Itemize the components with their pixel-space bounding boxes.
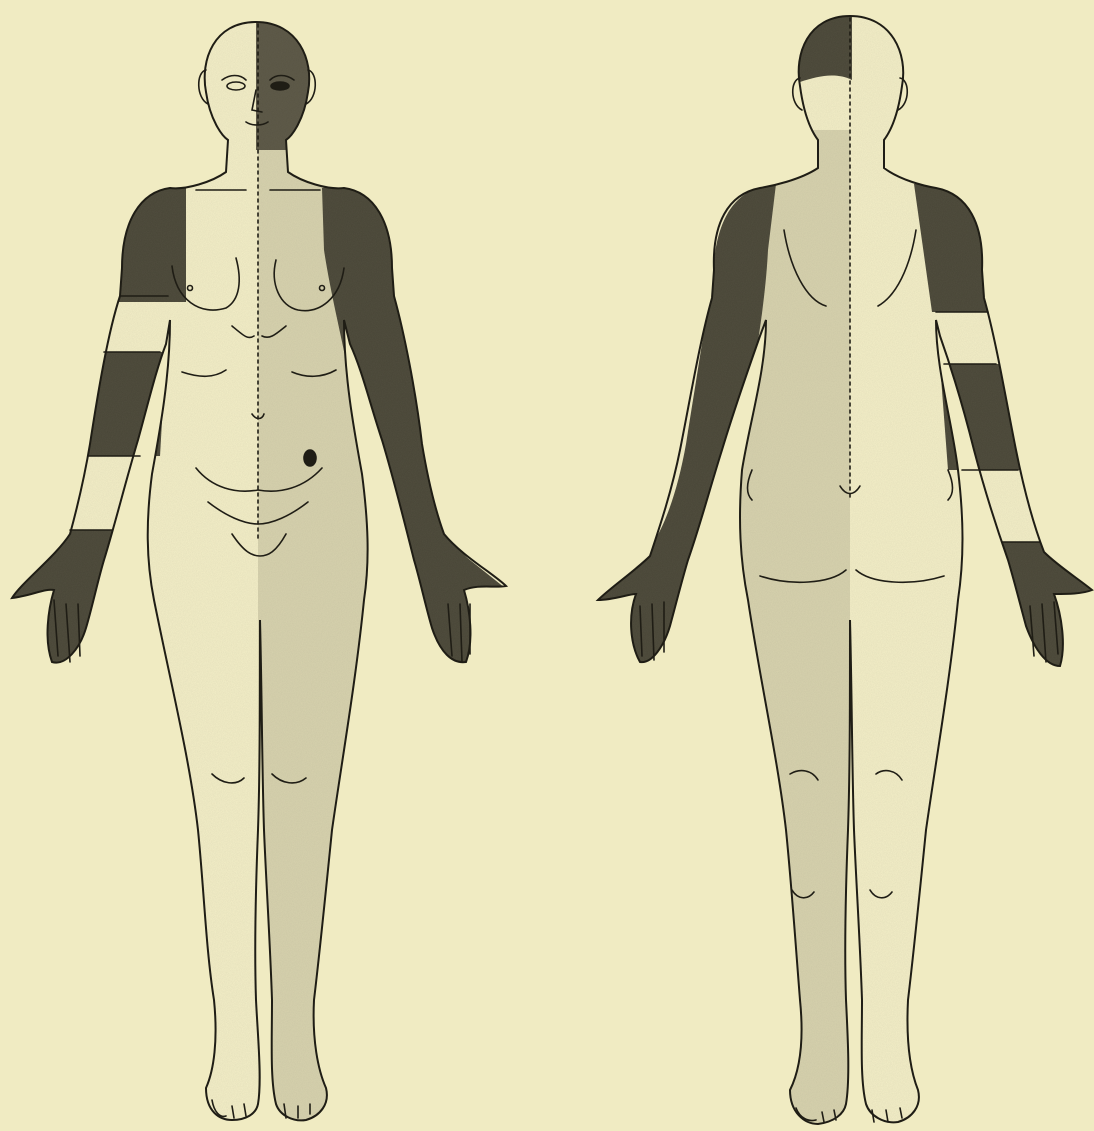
anterior-abdominal-mark — [304, 450, 316, 466]
anterior-right-eye — [271, 82, 289, 90]
